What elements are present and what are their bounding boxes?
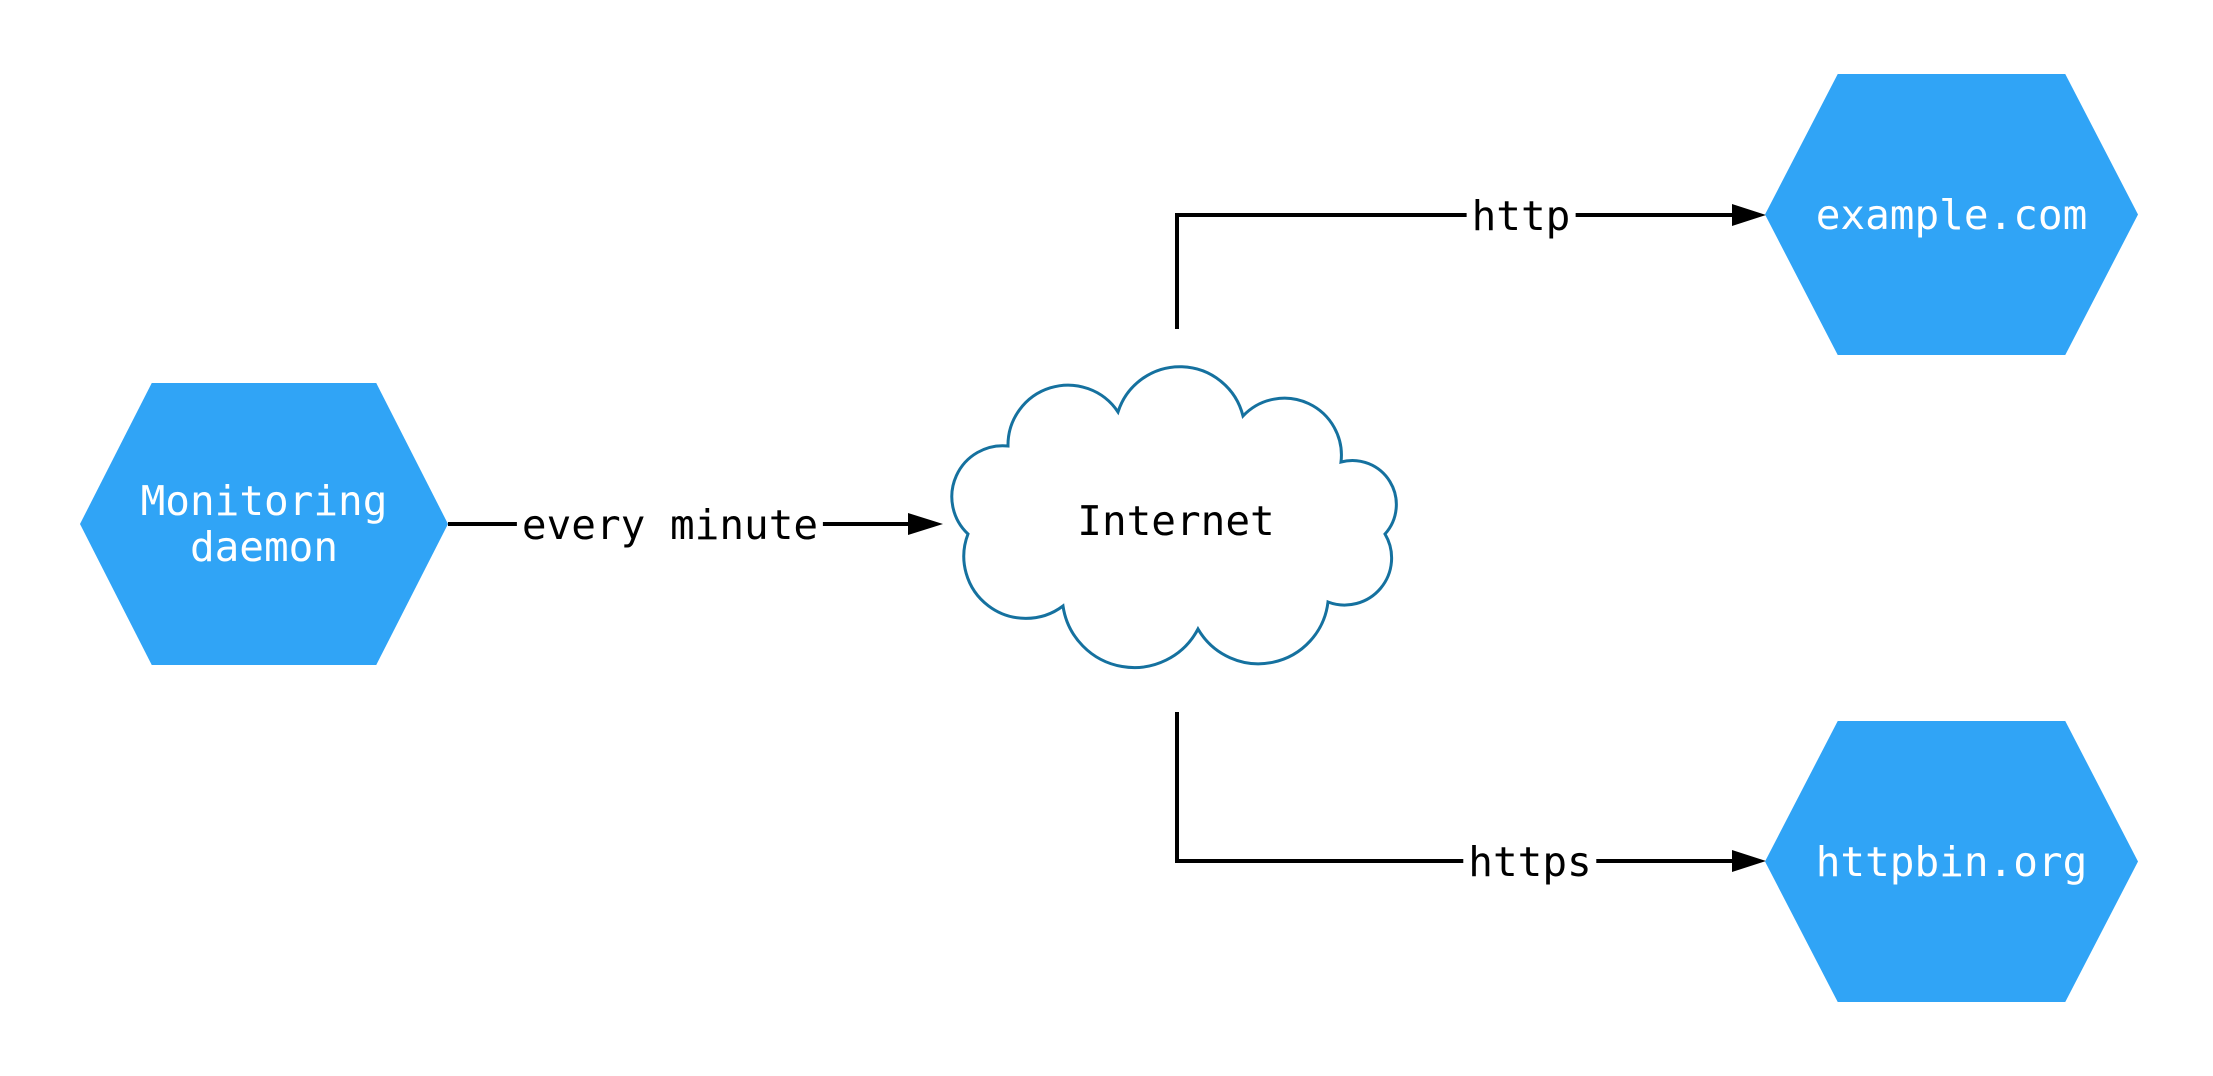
edge-every-minute-label: every minute xyxy=(516,501,824,549)
edge-http-label: http xyxy=(1466,192,1576,240)
node-internet-label: Internet xyxy=(1077,497,1275,545)
node-example-com-label: example.com xyxy=(1815,190,2088,239)
edge-https-label: https xyxy=(1463,838,1597,886)
node-monitoring-daemon: Monitoring daemon xyxy=(80,383,448,665)
edge-https-line xyxy=(1175,712,1732,863)
edge-http-line xyxy=(1175,213,1732,329)
node-internet xyxy=(950,365,1398,670)
node-httpbin-org-label: httpbin.org xyxy=(1815,837,2088,886)
arrowhead-icon xyxy=(1732,850,1766,872)
cloud-icon xyxy=(950,365,1398,670)
arrowhead-icon xyxy=(908,513,943,535)
arrowhead-icon xyxy=(1732,204,1766,226)
node-monitoring-daemon-label: Monitoring daemon xyxy=(140,477,413,571)
node-example-com: example.com xyxy=(1765,74,2138,355)
node-httpbin-org: httpbin.org xyxy=(1765,721,2138,1002)
